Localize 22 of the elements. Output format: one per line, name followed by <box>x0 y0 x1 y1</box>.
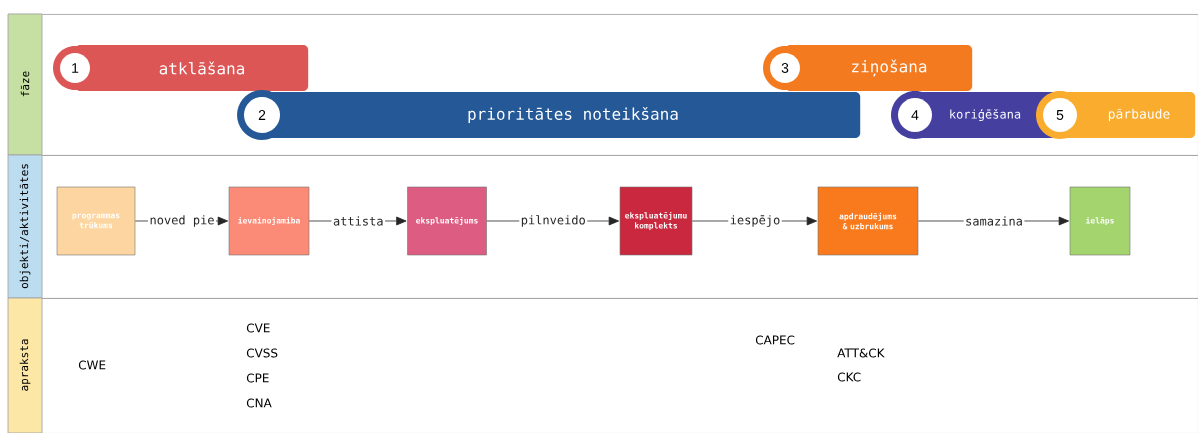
reference-label: CVSS <box>246 348 278 358</box>
object-box: ievainojamiba <box>228 186 310 256</box>
edge-label: noved pie <box>148 213 217 229</box>
reference-label: CNA <box>246 398 272 408</box>
object-box: ekspluatējumu komplekts <box>619 186 693 256</box>
edge-label: samazina <box>963 214 1025 228</box>
edge-label: iespējo <box>728 213 782 229</box>
edge-label: pilnveido <box>519 213 588 229</box>
reference-label: ATT&CK <box>837 348 885 358</box>
reference-label: CWE <box>78 360 106 370</box>
reference-label: CPE <box>246 373 269 383</box>
reference-label: CAPEC <box>755 335 795 345</box>
edge-label: attista <box>331 214 386 228</box>
reference-label: CKC <box>837 372 861 382</box>
object-box: apdraudējums & uzbrukums <box>817 186 919 256</box>
object-box: ekspluatējums <box>407 186 487 256</box>
object-box: programmas trūkums <box>56 186 136 256</box>
object-box: ielāps <box>1069 186 1131 256</box>
lane-header: objekti/aktivitātes <box>7 154 43 299</box>
reference-label: CVE <box>246 323 270 333</box>
lane-header: fāze <box>7 13 43 156</box>
lane-header: apraksta <box>7 297 43 433</box>
